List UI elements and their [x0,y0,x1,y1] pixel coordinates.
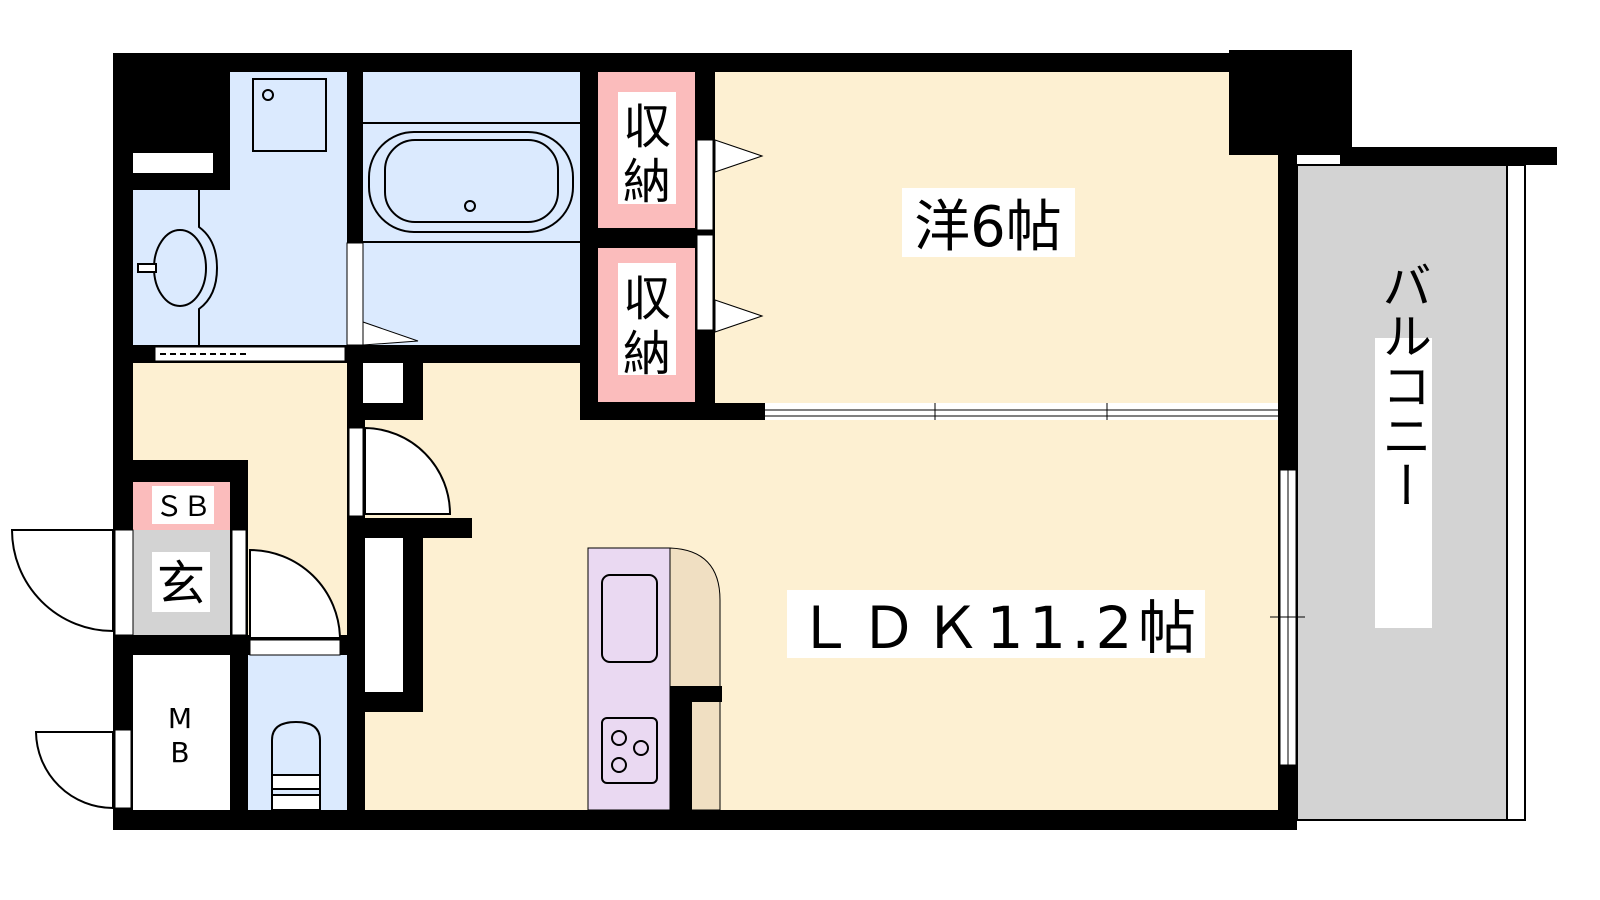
shoe-box-label: ＳＢ [155,490,211,523]
washroom [133,190,347,345]
svg-text:納: 納 [623,154,671,210]
bathroom-door[interactable] [346,242,364,346]
svg-text:納: 納 [623,326,671,382]
meter-box [133,655,230,810]
column [1229,50,1352,155]
storage-2-door[interactable] [696,234,714,331]
stove-icon [601,717,658,784]
toilet-icon [271,720,321,798]
room-sliding-door[interactable] [765,403,1278,420]
front-door[interactable] [10,529,114,633]
hallway [133,363,347,460]
entrance-label: 玄 [157,556,205,612]
meter-box-label-m: M [168,702,192,735]
balcony-label: バルコニー [1374,260,1432,510]
kitchen-sink-icon [601,574,658,663]
hall-door[interactable] [249,548,342,639]
bathtub-icon [368,131,574,233]
closet [365,538,403,692]
meter-box-door[interactable] [34,731,114,810]
storage-1-door[interactable] [696,139,714,231]
ldk-label: ＬＤＫ11.2帖 [796,594,1196,662]
meter-box-label-b: B [170,736,189,769]
bathroom [363,72,580,345]
storage-1-label-a: 収 [623,99,671,155]
balcony-edge [1340,147,1557,165]
ldk-door[interactable] [364,426,452,515]
balcony-railing [1506,164,1526,821]
svg-text:収: 収 [623,271,671,327]
washing-machine-pan [252,78,327,152]
western-room-label: 洋6帖 [914,195,1062,260]
washroom-sliding-door[interactable] [154,346,346,362]
